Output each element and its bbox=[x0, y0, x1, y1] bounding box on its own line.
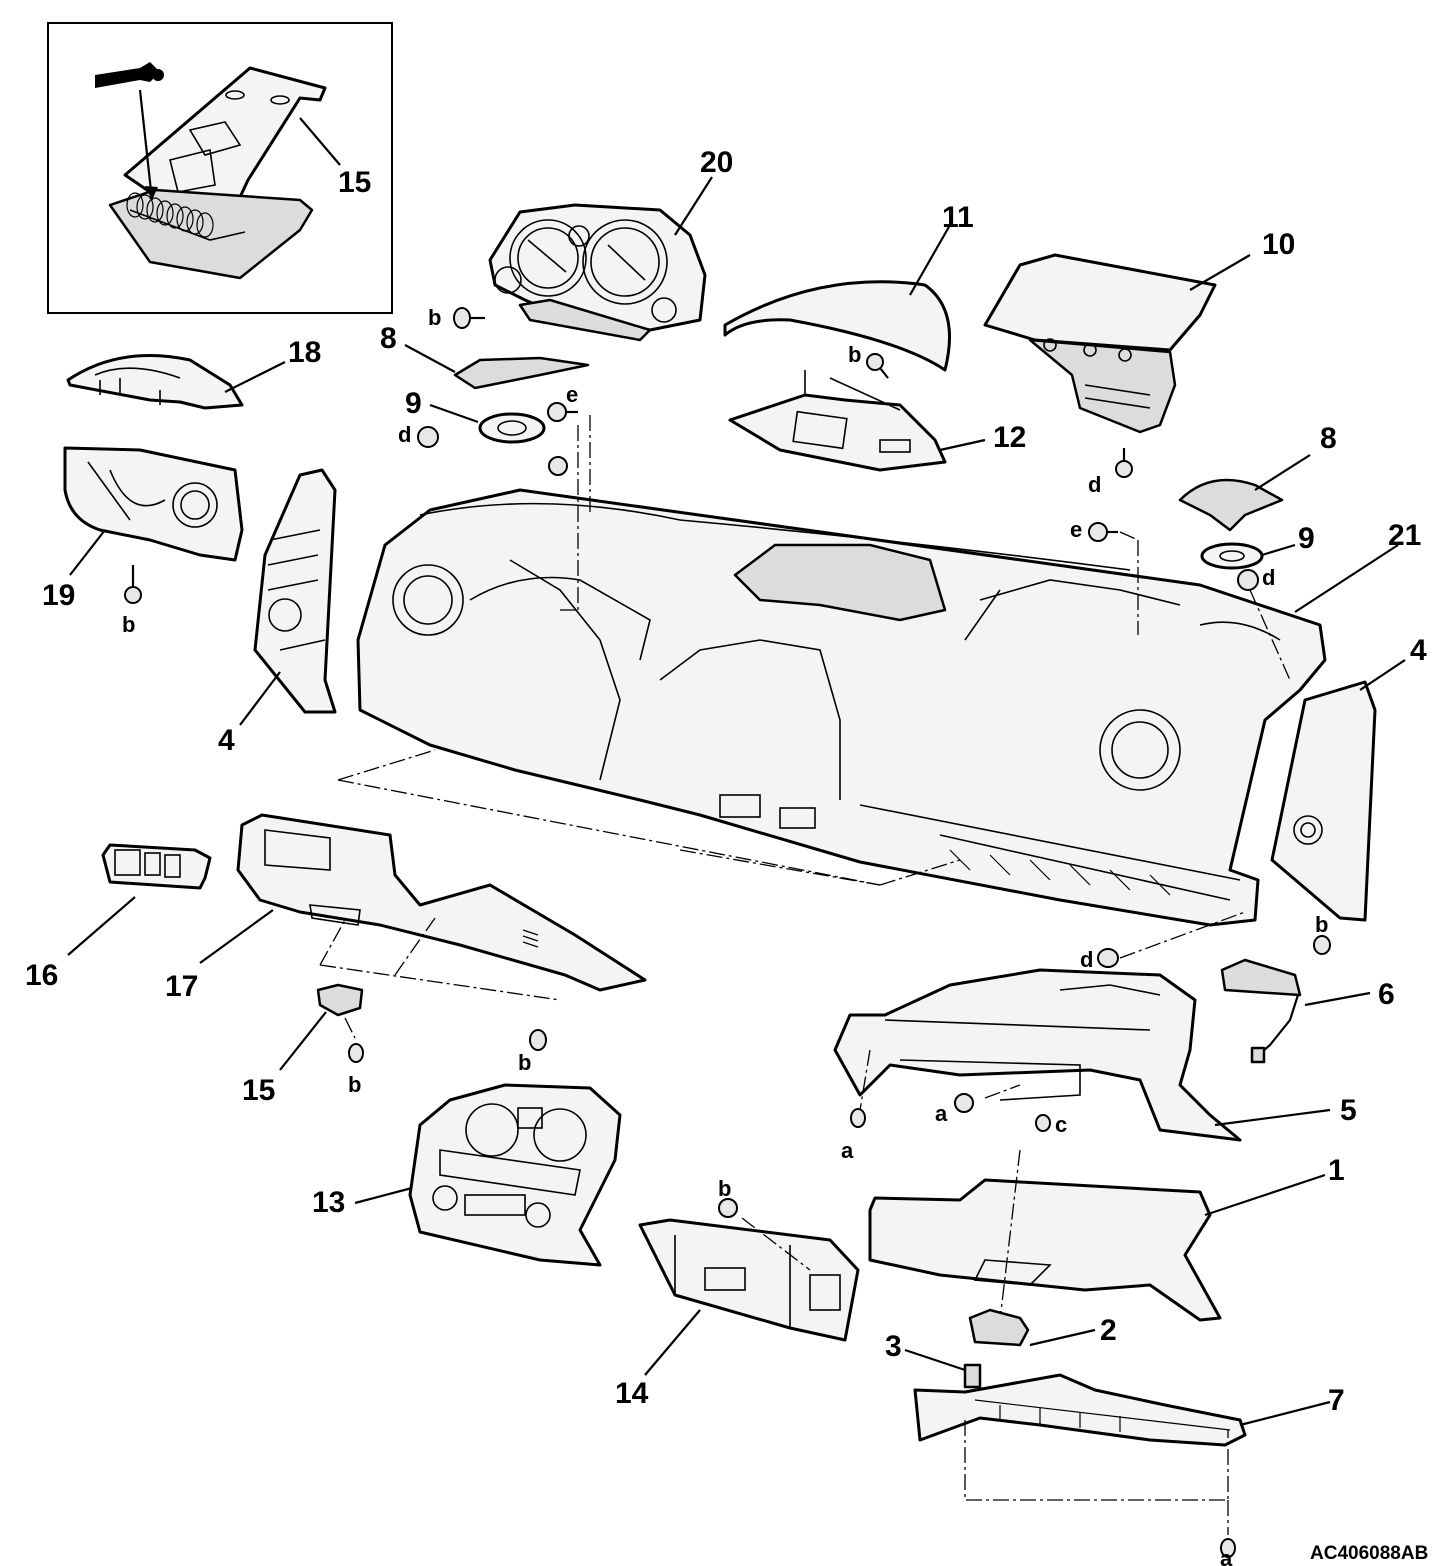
part-17-lower-panel bbox=[199, 813, 647, 992]
callout-4-right: 4 bbox=[1410, 634, 1427, 667]
fastener-label-b: b bbox=[428, 305, 441, 330]
fastener-label-b: b bbox=[518, 1050, 531, 1075]
part-4-side-trim-left bbox=[239, 468, 337, 726]
part-9-tweeter-left bbox=[429, 403, 546, 444]
part-4-side-trim-right bbox=[1270, 659, 1406, 922]
callout-5: 5 bbox=[1340, 1094, 1357, 1127]
part-1-glovebox bbox=[868, 1173, 1326, 1322]
part-20-meter-hood bbox=[488, 176, 713, 342]
part-10-passenger-airbag bbox=[983, 253, 1251, 434]
part-8-speaker-grille-left bbox=[404, 344, 590, 390]
spring-coil bbox=[126, 192, 214, 238]
callout-4-left: 4 bbox=[218, 724, 235, 757]
figure-code: AC406088AB bbox=[1310, 1543, 1428, 1564]
part-8-speaker-grille-right bbox=[1178, 454, 1311, 532]
fastener-label-b: b bbox=[1315, 912, 1328, 937]
callout-10: 10 bbox=[1262, 228, 1295, 261]
part-2-latch bbox=[968, 1308, 1096, 1347]
fastener-label-a: a bbox=[1220, 1546, 1233, 1566]
fastener-label-b: b bbox=[848, 342, 861, 367]
part-7-under-cover bbox=[913, 1373, 1331, 1447]
callout-13: 13 bbox=[312, 1186, 345, 1219]
fastener-label-b: b bbox=[718, 1176, 731, 1201]
part-16-switch-panel bbox=[67, 843, 212, 956]
callout-8-left: 8 bbox=[380, 322, 397, 355]
fastener-label-e: e bbox=[566, 382, 578, 407]
part-3-stopper bbox=[904, 1348, 982, 1389]
part-13-center-panel bbox=[354, 1083, 622, 1267]
callout-19: 19 bbox=[42, 579, 75, 612]
part-6-bracket-wire bbox=[1220, 958, 1371, 1064]
callout-3: 3 bbox=[885, 1330, 902, 1363]
callout-15-inset: 15 bbox=[338, 166, 371, 199]
callout-8-right: 8 bbox=[1320, 422, 1337, 455]
fastener-label-d: d bbox=[1262, 565, 1275, 590]
screw-icons bbox=[124, 307, 1331, 1558]
part-12-bracket bbox=[728, 370, 986, 472]
callout-12: 12 bbox=[993, 421, 1026, 454]
callout-18: 18 bbox=[288, 336, 321, 369]
inset-detail-part-15 bbox=[47, 22, 393, 314]
part-5-glovebox-frame bbox=[833, 968, 1331, 1142]
callout-14: 14 bbox=[615, 1377, 649, 1410]
part-11-panel bbox=[723, 224, 951, 372]
part-21-instrument-panel-main bbox=[356, 488, 1399, 927]
callout-7: 7 bbox=[1328, 1384, 1345, 1417]
callout-2: 2 bbox=[1100, 1314, 1117, 1347]
callout-6: 6 bbox=[1378, 978, 1395, 1011]
callout-9-left: 9 bbox=[405, 387, 422, 420]
part-9-tweeter-right bbox=[1200, 542, 1296, 570]
callout-11: 11 bbox=[942, 201, 974, 234]
callout-21: 21 bbox=[1388, 519, 1421, 552]
grease-tube-icon bbox=[95, 62, 160, 88]
part-18-column-cover-upper bbox=[66, 354, 286, 410]
callout-16: 16 bbox=[25, 959, 58, 992]
fastener-label-a: a bbox=[841, 1138, 854, 1163]
callout-15: 15 bbox=[242, 1074, 275, 1107]
callout-17: 17 bbox=[165, 970, 198, 1003]
fastener-label-a: a bbox=[935, 1101, 948, 1126]
fastener-label-b: b bbox=[122, 612, 135, 637]
fastener-label-c: c bbox=[1055, 1112, 1067, 1137]
part-15-clip bbox=[279, 983, 364, 1071]
callout-1: 1 bbox=[1328, 1154, 1345, 1187]
fastener-label-d: d bbox=[1088, 472, 1101, 497]
fastener-label-b: b bbox=[348, 1072, 361, 1097]
part-19-column-cover-lower bbox=[63, 446, 244, 576]
callout-20: 20 bbox=[700, 146, 733, 179]
fastener-label-e: e bbox=[1070, 517, 1082, 542]
part-14-console-box bbox=[638, 1218, 860, 1376]
callout-9-right: 9 bbox=[1298, 522, 1315, 555]
fastener-label-d: d bbox=[398, 422, 411, 447]
fastener-label-d: d bbox=[1080, 947, 1093, 972]
